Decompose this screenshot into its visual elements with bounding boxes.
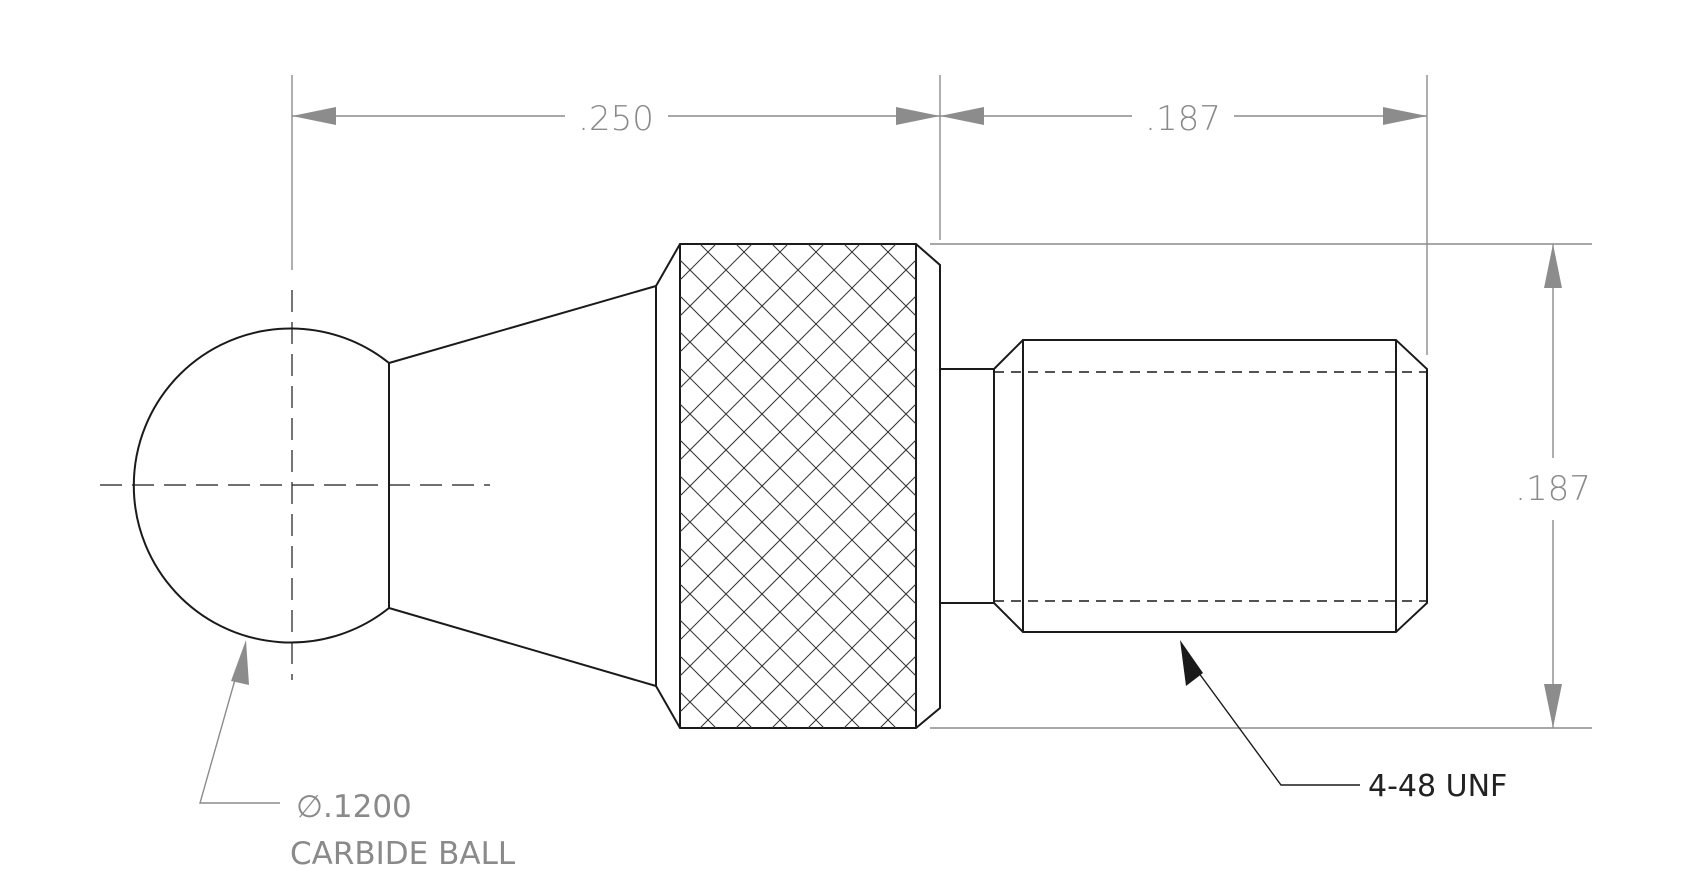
extension-lines	[291, 75, 1592, 729]
knurl-line	[680, 244, 861, 425]
diameter-symbol: ∅	[296, 789, 323, 825]
dimension-knurl-diameter: .187	[1515, 244, 1591, 728]
knurl-line	[952, 244, 1436, 728]
knurl-line	[879, 244, 916, 281]
thread-spec-callout: 4-48 UNF	[1368, 769, 1507, 804]
ball-diameter-leader	[199, 640, 280, 804]
knurl-line	[1096, 244, 1580, 728]
knurl-line	[680, 244, 897, 461]
knurl-line	[680, 244, 789, 353]
knurl-line	[680, 295, 916, 533]
knurl-line	[1060, 244, 1544, 728]
knurl-line	[680, 244, 717, 281]
knurl-line	[988, 244, 1472, 728]
knurl-line	[680, 691, 717, 728]
knurl-line	[807, 619, 916, 728]
knurl-line	[699, 511, 916, 728]
knurl-line	[680, 619, 789, 728]
knurl-line	[1096, 244, 1580, 728]
knurl-line	[680, 244, 681, 245]
knurl-line	[1240, 244, 1693, 728]
knurl-line	[952, 244, 1436, 728]
knurl-line	[699, 244, 916, 461]
center-lines	[100, 290, 490, 680]
knurl-line	[1204, 244, 1688, 728]
knurl-line	[915, 727, 916, 728]
knurl-line	[735, 244, 916, 425]
tapered-neck	[388, 285, 657, 687]
dimension-label-250: .250	[578, 99, 654, 139]
knurl-line	[1312, 244, 1693, 728]
knurl-line	[680, 331, 916, 569]
knurl-line	[680, 259, 916, 497]
relief-neck	[940, 368, 994, 604]
thread-leader	[1180, 640, 1360, 786]
knurl-line	[771, 583, 916, 728]
knurl-pattern	[680, 244, 1693, 728]
knurl-line	[680, 583, 825, 728]
knurl-line	[915, 244, 916, 245]
knurl-line	[1312, 244, 1693, 728]
knurl-line	[1276, 244, 1693, 728]
knurl-line	[735, 547, 916, 728]
knurl-line	[680, 547, 861, 728]
knurl-line	[771, 244, 916, 389]
knurl-line	[988, 244, 1472, 728]
ball-diameter-callout: ∅.1200	[296, 789, 412, 825]
knurl-line	[1060, 244, 1544, 728]
knurl-line	[1204, 244, 1688, 728]
knurl-line	[879, 691, 916, 728]
knurl-line	[807, 244, 916, 353]
threaded-stud	[993, 339, 1428, 633]
knurl-line	[680, 367, 916, 605]
knurl-line	[1276, 244, 1693, 728]
knurl-line	[680, 727, 681, 728]
dimension-label-187-horizontal: .187	[1145, 99, 1221, 139]
knurl-line	[680, 439, 916, 677]
knurl-line	[680, 511, 897, 728]
ball-material-callout: CARBIDE BALL	[290, 836, 516, 872]
knurl-line	[1240, 244, 1693, 728]
dimension-ball-to-shoulder: .250	[292, 99, 940, 139]
dimension-thread-length: .187	[940, 99, 1427, 139]
ball-diameter-value: .1200	[323, 789, 412, 825]
knurled-body	[655, 243, 1693, 729]
dimension-label-187-vertical: .187	[1515, 469, 1591, 509]
knurl-line	[680, 244, 825, 389]
knurl-line	[1024, 244, 1508, 728]
knurl-line	[680, 475, 916, 713]
knurl-line	[680, 403, 916, 641]
carbide-ball-outline	[132, 327, 390, 644]
knurl-line	[1024, 244, 1508, 728]
